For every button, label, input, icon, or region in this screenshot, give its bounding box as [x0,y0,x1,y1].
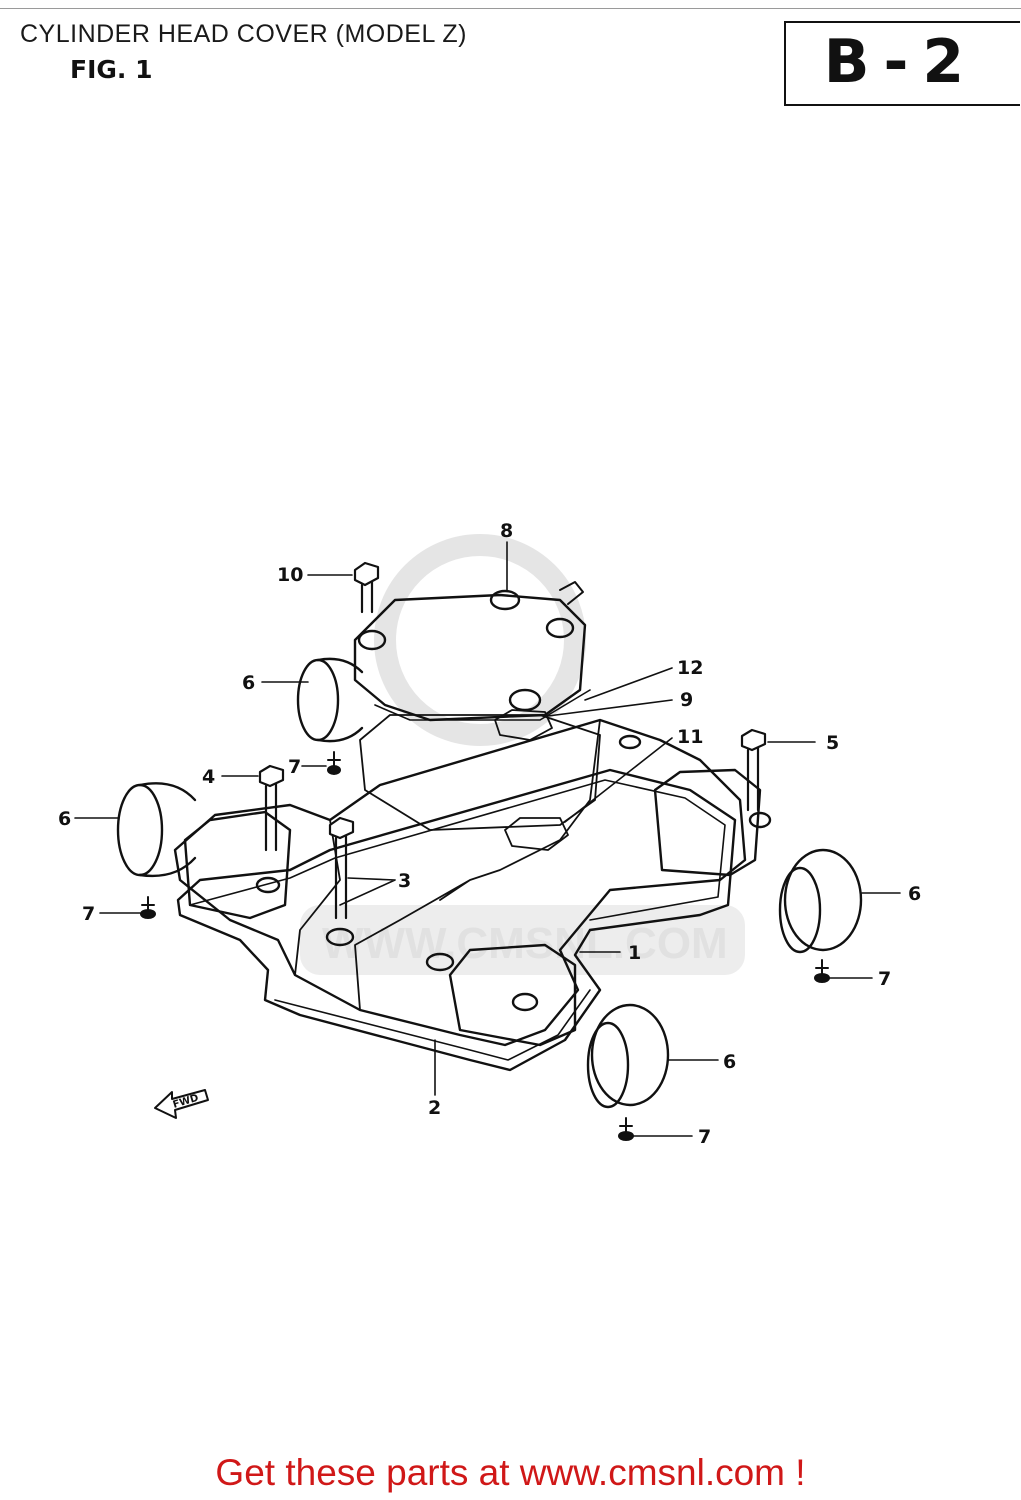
screw-7 [327,751,341,775]
boss [357,629,387,651]
part-11-gasket [504,817,569,851]
screw-7 [814,959,830,983]
callout-11: 11 [677,726,703,748]
callout-7-left: 7 [82,903,95,925]
right-cam-cap [653,768,762,877]
fwd-label: FWD [172,1093,200,1111]
gasket [176,768,737,1072]
end-cap-6 [116,782,197,878]
callout-4: 4 [202,766,215,788]
end-cap-6 [296,657,364,743]
boss [545,617,575,639]
part-9-gasket [494,709,553,741]
callout-3: 3 [398,870,411,892]
boss [325,927,355,947]
bolt-4 [258,764,285,852]
bolt-10 [353,561,380,614]
breather-cover [353,593,587,722]
boss [489,589,521,611]
front-cam-cap [448,943,577,1047]
callout-6-front: 6 [723,1051,736,1073]
callout-8: 8 [500,520,513,542]
fwd-arrow [154,1089,209,1119]
callout-6-right: 6 [908,883,921,905]
boss [618,734,642,750]
callout-5: 5 [826,732,839,754]
callout-6-left: 6 [58,808,71,830]
watermark-text: WWW.CMSNL.COM [322,919,728,968]
page-code-plate: B-2 [784,21,1020,106]
end-cap-6 [778,848,863,954]
watermark: WWW.CMSNL.COM [300,534,745,975]
breather-gasket [359,714,601,831]
end-cap-6 [586,1003,670,1109]
callout-7-front: 7 [698,1126,711,1148]
callout-2: 2 [428,1097,441,1119]
callout-1: 1 [628,942,641,964]
head-cover [173,718,747,1047]
leader-lines [74,541,901,1137]
boss [511,992,539,1012]
callout-7-right: 7 [878,968,891,990]
callout-7-upper: 7 [288,756,301,778]
callouts: 1 2 3 4 5 6 6 6 6 7 7 7 7 8 9 10 11 12 [58,520,921,1148]
exploded-parts-diagram: WWW.CMSNL.COM [58,520,921,1148]
callout-12: 12 [677,657,703,679]
page-title: CYLINDER HEAD COVER (MODEL Z) [20,20,467,48]
bolt-5 [740,728,767,812]
boss [508,688,542,712]
page-code: B-2 [823,27,979,97]
footer-link-text[interactable]: Get these parts at www.cmsnl.com ! [215,1452,806,1493]
callout-10: 10 [277,564,303,586]
boss [748,811,772,829]
screw-7 [618,1117,634,1141]
bolt-3 [328,816,355,920]
boss [255,876,281,894]
top-rule [0,8,1021,9]
left-cam-cap [183,810,292,920]
screw-7 [140,896,156,919]
boss [425,952,455,972]
callout-9: 9 [680,689,693,711]
callout-6-upper: 6 [242,672,255,694]
figure-label: FIG. 1 [70,55,153,84]
